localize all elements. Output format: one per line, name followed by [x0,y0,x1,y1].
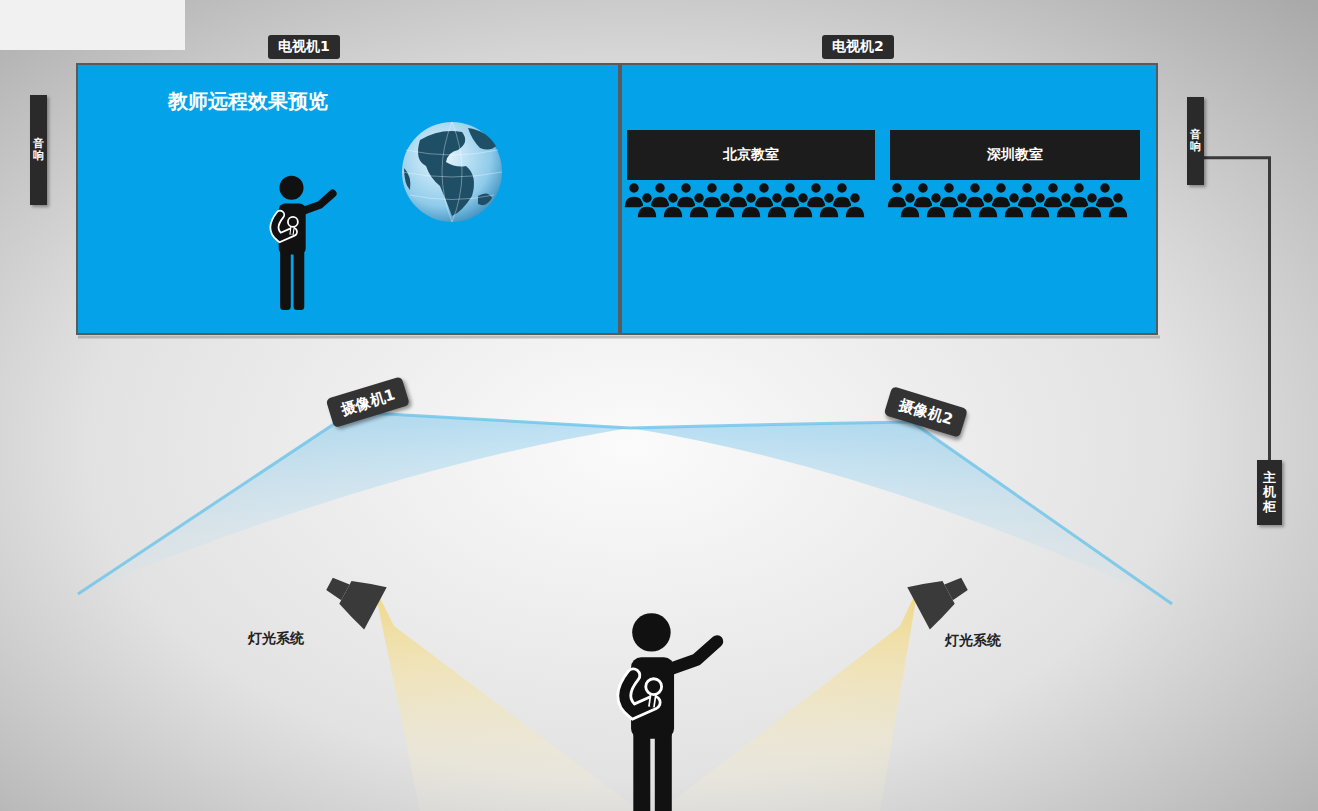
tv-label: 电视机2 [822,35,894,59]
classroom-band: 深圳教室 [890,130,1140,180]
classroom-name: 深圳教室 [987,146,1043,164]
light-cone [660,588,918,811]
camera-beam [630,422,1172,604]
camera-label: 摄像机1 [339,385,397,418]
light-label: 灯光系统 [945,632,1001,650]
speaker-box: 音响 [1187,97,1204,185]
cabinet-box: 主机柜 [1257,460,1282,525]
teacher-figure [624,613,717,811]
camera-box: 摄像机1 [326,376,411,428]
camera-beam [78,412,630,594]
light-cone [374,586,640,811]
camera-box: 摄像机2 [884,386,969,438]
light-label: 灯光系统 [248,630,304,648]
speaker-box: 音响 [30,95,47,205]
speaker-label: 音响 [1190,129,1201,153]
tv-screen: 电视机1教师远程效果预览 [76,63,620,335]
classroom-band: 北京教室 [627,130,875,180]
camera-label: 摄像机2 [897,395,955,428]
screen-caption: 教师远程效果预览 [168,88,328,115]
tv-shadow [78,336,1160,339]
tv-screen: 电视机2北京教室深圳教室 [620,63,1158,335]
cabinet-label: 主机柜 [1263,471,1276,514]
corner-patch [0,0,185,50]
cable-wire [1204,158,1270,460]
tv-label: 电视机1 [268,35,340,59]
speaker-label: 音响 [33,138,44,162]
teacher-figure [274,176,332,310]
tv-screen [76,63,620,335]
globe-icon [402,122,502,222]
lamp-icon [907,563,975,630]
classroom-name: 北京教室 [723,146,779,164]
audience-icons [624,183,1128,219]
tv-screen [620,63,1158,335]
lamp-icon [318,563,386,630]
